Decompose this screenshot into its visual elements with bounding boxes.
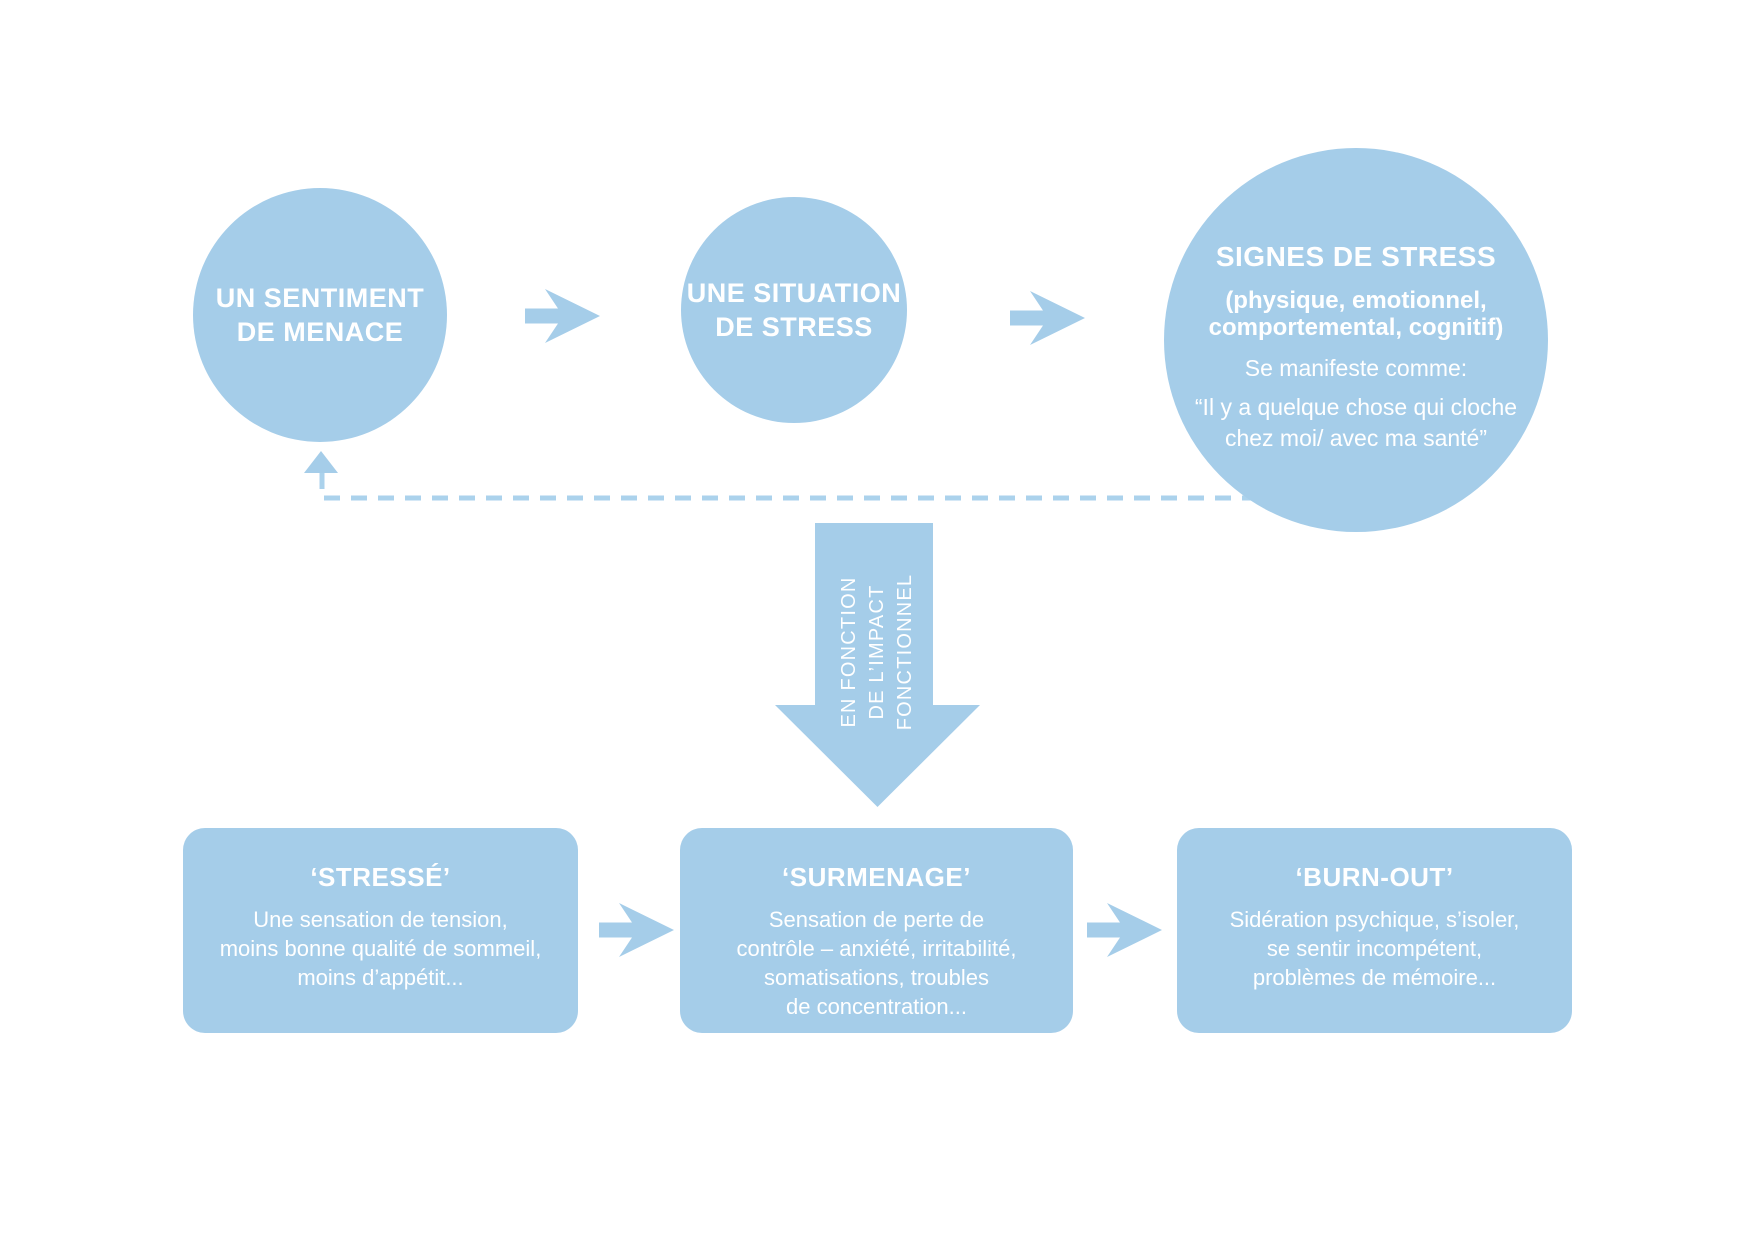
box-stresse: ‘STRESSÉ’ Une sensation de tension, moin… <box>183 828 578 1033</box>
box-burnout-body-line2: se sentir incompétent, <box>1266 936 1483 961</box>
down-arrow-label-line3: FONCTIONNEL <box>894 573 916 731</box>
box-surmenage-title: ‘SURMENAGE’ <box>782 862 971 892</box>
box-surmenage-body-line4: de concentration... <box>785 994 967 1019</box>
box-stresse-body: Une sensation de tension, moins bonne qu… <box>201 905 560 992</box>
signes-quote: “Il y a quelque chose qui cloche chez mo… <box>1195 392 1517 454</box>
feedback-arrowhead-up-icon <box>304 451 338 473</box>
box-burnout-body: Sidération psychique, s’isoler, se senti… <box>1195 905 1554 992</box>
box-surmenage-body: Sensation de perte de contrôle – anxiété… <box>698 905 1055 1021</box>
signes-quote-line2: chez moi/ avec ma santé” <box>1224 424 1488 451</box>
circle-menace-line1: UN SENTIMENT <box>215 283 425 313</box>
circle-menace-line2: DE MENACE <box>236 317 404 347</box>
arrow-right-icon <box>1087 903 1162 957</box>
box-stresse-body-line2: moins bonne qualité de sommeil, <box>219 936 542 961</box>
signes-quote-line1: “Il y a quelque chose qui cloche <box>1194 393 1518 420</box>
box-surmenage-body-line1: Sensation de perte de <box>768 907 985 932</box>
circle-situation-de-stress: UNE SITUATION DE STRESS <box>681 197 907 423</box>
box-burnout-body-line1: Sidération psychique, s’isoler, <box>1229 907 1520 932</box>
signes-subtitle: (physique, emotionnel, comportemental, c… <box>1209 287 1504 341</box>
circle-situation-line1: UNE SITUATION <box>686 278 902 308</box>
box-stresse-body-line1: Une sensation de tension, <box>253 907 508 932</box>
box-burnout: ‘BURN-OUT’ Sidération psychique, s’isole… <box>1177 828 1572 1033</box>
box-surmenage-body-line2: contrôle – anxiété, irritabilité, <box>736 936 1017 961</box>
signes-subtitle-line2: comportemental, cognitif) <box>1208 313 1504 341</box>
signes-title: SIGNES DE STRESS <box>1215 240 1497 272</box>
arrow-right-icon <box>525 289 600 343</box>
box-surmenage: ‘SURMENAGE’ Sensation de perte de contrô… <box>680 828 1073 1033</box>
signes-intro: Se manifeste comme: <box>1244 354 1468 381</box>
box-burnout-title: ‘BURN-OUT’ <box>1295 862 1454 892</box>
box-stresse-title: ‘STRESSÉ’ <box>310 862 451 892</box>
arrow-right-icon <box>1010 291 1085 345</box>
circle-situation-line2: DE STRESS <box>715 312 873 342</box>
circle-signes-de-stress: SIGNES DE STRESS (physique, emotionnel, … <box>1164 148 1548 532</box>
arrow-down-icon <box>775 523 980 807</box>
down-arrow-label-line2: DE L’IMPACT <box>866 584 888 720</box>
signes-subtitle-line1: (physique, emotionnel, <box>1225 286 1487 314</box>
arrow-right-icon <box>599 903 674 957</box>
box-stresse-body-line3: moins d’appétit... <box>297 965 464 990</box>
circle-sentiment-de-menace: UN SENTIMENT DE MENACE <box>193 188 447 442</box>
down-arrow-label-line1: EN FONCTION <box>838 576 860 728</box>
down-arrow-label: EN FONCTION DE L’IMPACT FONCTIONNEL <box>835 562 919 742</box>
box-surmenage-body-line3: somatisations, troubles <box>764 965 989 990</box>
box-burnout-body-line3: problèmes de mémoire... <box>1252 965 1497 990</box>
